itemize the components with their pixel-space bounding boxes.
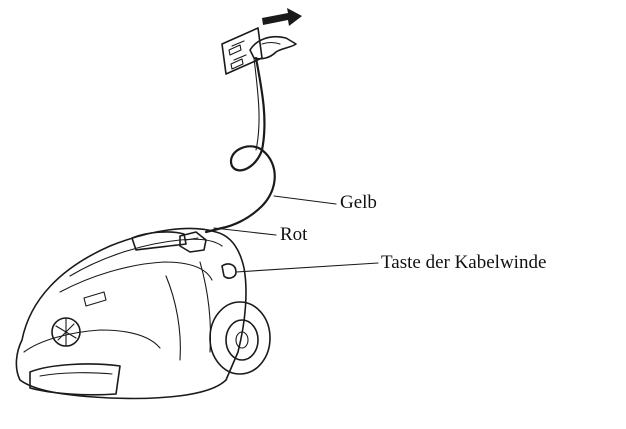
power-cord <box>204 56 276 234</box>
leader-cord-rewind <box>235 262 379 273</box>
leader-yellow <box>273 195 337 205</box>
leader-red <box>213 227 277 236</box>
vacuum-body <box>15 227 271 400</box>
label-cord-rewind-button: Taste der Kabelwinde <box>381 252 547 273</box>
hand-icon <box>249 35 297 60</box>
pull-arrow-icon <box>262 8 302 26</box>
wall-socket <box>221 27 263 75</box>
label-red: Rot <box>280 224 308 245</box>
label-yellow: Gelb <box>340 192 377 213</box>
